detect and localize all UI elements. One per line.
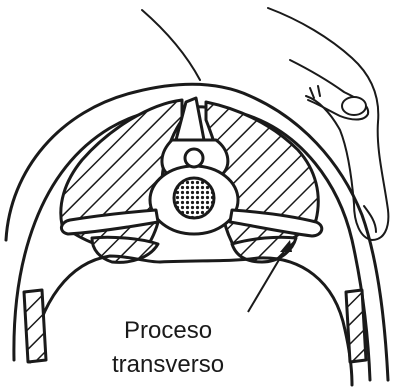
spinal-canal [185, 149, 203, 167]
label-line-2: transverso [112, 351, 224, 378]
spinal-cord [174, 178, 214, 218]
label-line-1: Proceso [124, 317, 212, 344]
thumb-nail [342, 97, 366, 115]
left-rib-section [24, 290, 46, 362]
right-rib-section [346, 290, 366, 362]
